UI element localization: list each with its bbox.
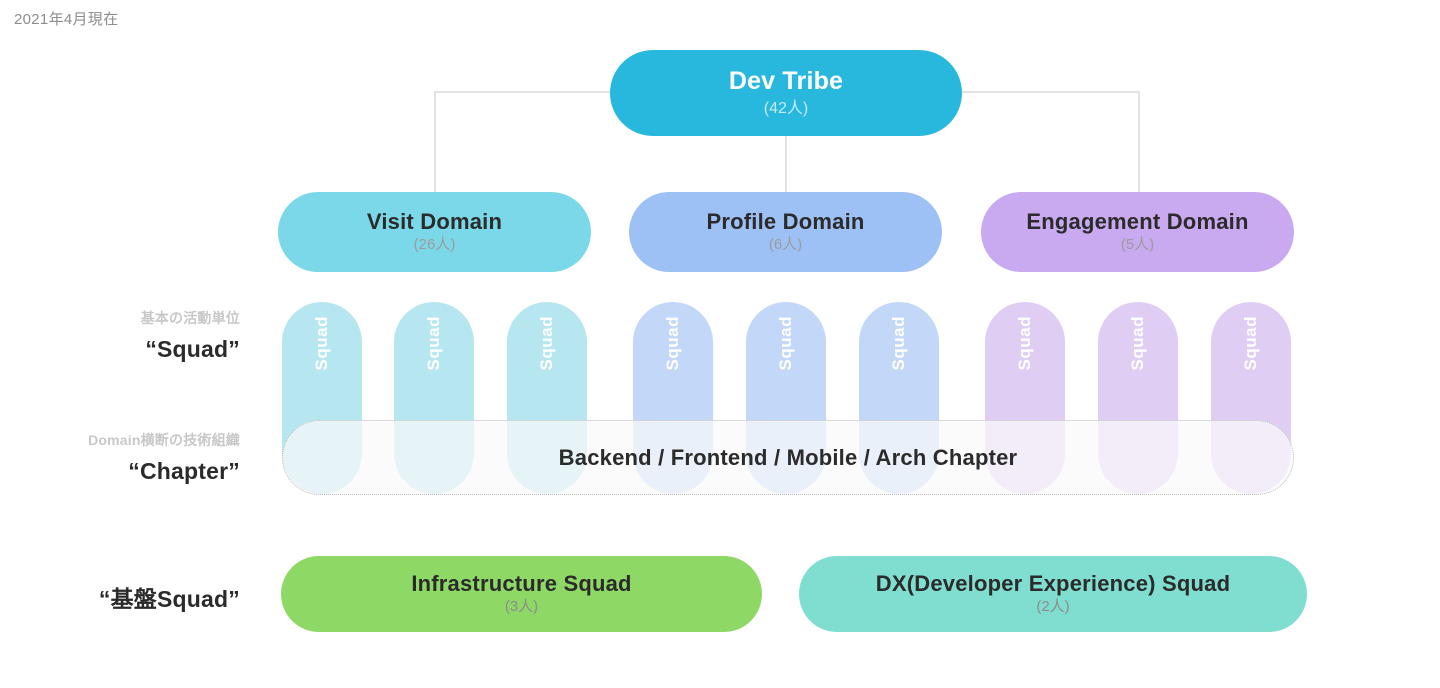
- node-dev-tribe[interactable]: Dev Tribe (42人): [610, 50, 962, 136]
- node-dx-squad[interactable]: DX(Developer Experience) Squad (2人): [799, 556, 1307, 632]
- row-label-base-squad-main: “基盤Squad”: [98, 586, 240, 612]
- row-label-squad-main: “Squad”: [145, 336, 240, 362]
- dev-tribe-title: Dev Tribe: [728, 67, 844, 96]
- row-label-base-squad: “基盤Squad”: [0, 580, 240, 614]
- row-label-chapter-sub: Domain横断の技術組織: [88, 432, 240, 448]
- visit-domain-title: Visit Domain: [366, 208, 503, 234]
- squad-label-wrap: Squad: [985, 316, 1065, 370]
- squad-label-wrap: Squad: [1211, 316, 1291, 370]
- squad-label-wrap: Squad: [282, 316, 362, 370]
- squad-label-wrap: Squad: [394, 316, 474, 370]
- dx-squad-title: DX(Developer Experience) Squad: [875, 570, 1231, 596]
- node-engagement-domain[interactable]: Engagement Domain (5人): [981, 192, 1294, 272]
- node-visit-domain[interactable]: Visit Domain (26人): [278, 192, 591, 272]
- squad-label: Squad: [1241, 316, 1260, 371]
- infrastructure-squad-count: (3人): [504, 598, 539, 616]
- chapter-band[interactable]: Backend / Frontend / Mobile / Arch Chapt…: [282, 420, 1294, 495]
- node-infrastructure-squad[interactable]: Infrastructure Squad (3人): [281, 556, 762, 632]
- date-caption: 2021年4月現在: [14, 11, 119, 28]
- profile-domain-title: Profile Domain: [706, 208, 865, 234]
- squad-label: Squad: [424, 316, 443, 371]
- dev-tribe-count: (42人): [763, 99, 809, 117]
- squad-label-wrap: Squad: [633, 316, 713, 370]
- engagement-domain-title: Engagement Domain: [1026, 208, 1249, 234]
- squad-label: Squad: [537, 316, 556, 371]
- row-label-chapter-main: “Chapter”: [128, 458, 240, 484]
- profile-domain-count: (6人): [768, 236, 803, 254]
- chapter-text: Backend / Frontend / Mobile / Arch Chapt…: [558, 444, 1018, 470]
- node-profile-domain[interactable]: Profile Domain (6人): [629, 192, 942, 272]
- squad-label: Squad: [776, 316, 795, 371]
- squad-label-wrap: Squad: [1098, 316, 1178, 370]
- infrastructure-squad-title: Infrastructure Squad: [411, 570, 632, 596]
- dx-squad-count: (2人): [1036, 598, 1070, 616]
- engagement-domain-count: (5人): [1120, 236, 1155, 254]
- squad-label: Squad: [1015, 316, 1034, 371]
- squad-label-wrap: Squad: [859, 316, 939, 370]
- squad-label-wrap: Squad: [507, 316, 587, 370]
- squad-label: Squad: [663, 316, 682, 371]
- squad-label: Squad: [312, 316, 331, 371]
- row-label-squad: 基本の活動単位 “Squad”: [0, 308, 240, 363]
- visit-domain-count: (26人): [413, 236, 456, 254]
- squad-label: Squad: [1128, 316, 1147, 371]
- squad-label-wrap: Squad: [746, 316, 826, 370]
- squad-label: Squad: [889, 316, 908, 371]
- row-label-squad-sub: 基本の活動単位: [140, 310, 240, 326]
- row-label-chapter: Domain横断の技術組織 “Chapter”: [0, 430, 240, 485]
